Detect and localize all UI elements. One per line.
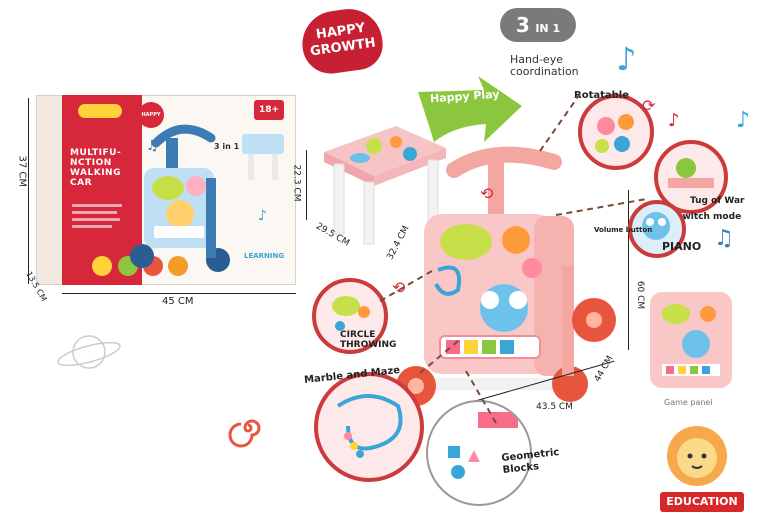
box-width-line — [62, 293, 296, 294]
geometric-blocks-feature-circle — [426, 400, 532, 506]
table-height-line — [306, 150, 307, 220]
three-in-one-badge: 3 IN 1 — [500, 8, 576, 42]
switch-mode-label: Switch mode — [676, 212, 742, 222]
happy-play-arrow — [418, 76, 522, 142]
walker-height-label: 60 CM — [635, 280, 646, 310]
box-table-illustration — [242, 134, 284, 180]
table-height-label: 22.3 CM — [291, 164, 302, 202]
box-height-label: 37 CM — [16, 155, 28, 188]
box-feature-bubble — [92, 256, 112, 276]
circle-throwing-label: CIRCLE THROWING — [340, 330, 397, 350]
package-box-side — [36, 95, 64, 285]
swirl-icon — [228, 419, 261, 448]
box-brand-logo — [78, 104, 122, 118]
marble-maze-feature-circle — [314, 372, 424, 482]
walker-illustration — [396, 146, 616, 406]
rotate-arrow-icon: ⟳ — [642, 96, 656, 115]
geometric-blocks-label: Geometric Blocks — [500, 447, 560, 476]
package-box-red-panel — [62, 95, 142, 285]
walker-width-label: 43.5 CM — [536, 402, 573, 412]
box-walker-illustration — [130, 124, 230, 272]
box-title: MULTIFU- NCTION WALKING CAR — [70, 148, 122, 188]
box-badge: HAPPY PLAY — [138, 102, 164, 144]
music-note-icon: ♫ — [146, 138, 159, 154]
hand-eye-label: Hand-eye coordination — [510, 53, 579, 78]
music-note-icon: ♪ — [258, 208, 267, 224]
music-note-icon: ♪ — [736, 108, 751, 133]
rotatable-feature-circle — [578, 94, 654, 170]
game-panel-illustration — [650, 292, 732, 388]
tug-of-war-label: Tug of War — [690, 196, 745, 206]
piano-feature-circle — [628, 200, 686, 258]
music-note-icon: ♪ — [668, 110, 680, 131]
box-width-label: 45 CM — [162, 296, 194, 307]
piano-label: PIANO — [662, 240, 702, 253]
lion-mascot-icon — [667, 426, 727, 486]
box-learning-label: LEARNING — [244, 252, 285, 260]
education-badge: EDUCATION — [660, 492, 744, 512]
rotate-arrow-icon: ⟲ — [392, 278, 406, 297]
box-3in1-label: 3 in 1 — [214, 142, 240, 151]
game-panel-label: Game panel — [664, 398, 713, 407]
rotate-arrow-icon: ⟲ — [480, 184, 494, 203]
box-feature-list — [72, 200, 132, 240]
box-height-line — [28, 98, 30, 284]
rotatable-label: Rotatable — [574, 90, 629, 101]
planet-icon — [57, 335, 121, 369]
box-feature-bubble — [168, 256, 188, 276]
walker-height-line — [628, 190, 629, 350]
activity-table-illustration — [324, 126, 446, 245]
box-age-badge: 18+ — [254, 100, 284, 120]
volume-button-label: Volume button — [594, 226, 653, 234]
music-note-icon: ♪ — [616, 40, 637, 78]
music-note-icon: ♫ — [714, 226, 734, 251]
circle-throwing-feature-circle — [312, 278, 388, 354]
happy-growth-badge: HAPPY GROWTH — [298, 4, 386, 78]
